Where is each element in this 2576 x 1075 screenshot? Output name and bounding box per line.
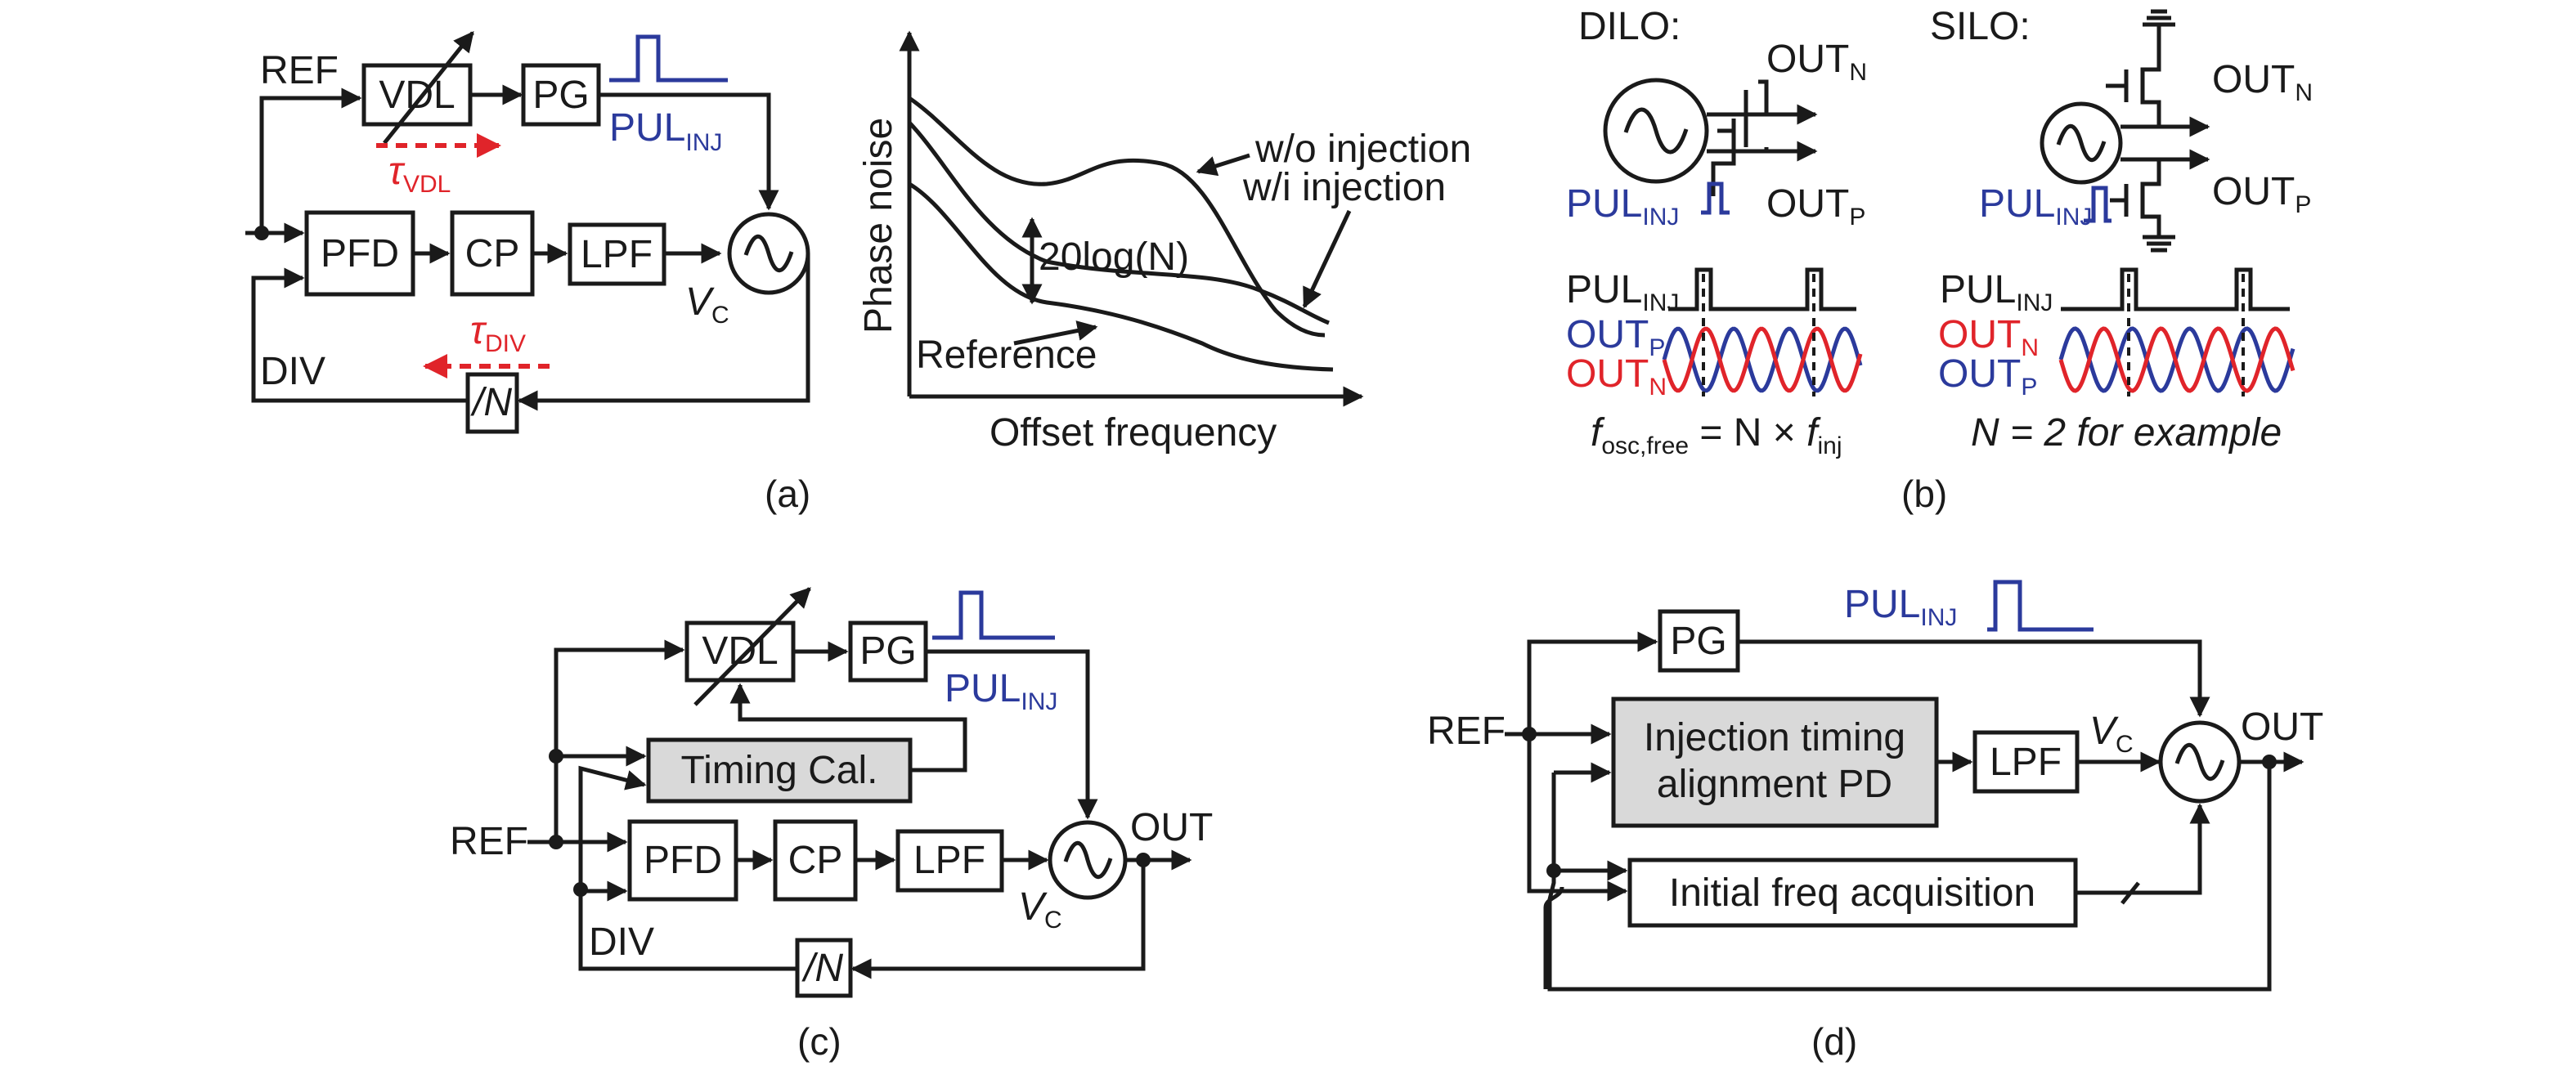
c-div-label: DIV: [589, 920, 654, 964]
caption-a: (a): [765, 473, 810, 515]
pg-block: [521, 63, 601, 127]
d-out-label: OUT: [2241, 705, 2323, 749]
dilo-wave-pul-label: PULINJ: [1566, 268, 1679, 316]
silo-ground-top: [2143, 9, 2175, 39]
curve-with-injection: [908, 121, 1330, 325]
d-sine-icon: [2174, 742, 2225, 782]
pfd-label: PFD: [321, 232, 399, 275]
c-vc-label: VC: [1018, 885, 1062, 934]
silo-outn-label: OUTN: [2212, 58, 2313, 106]
caption-c: (c): [797, 1020, 841, 1063]
panel-a: REF VDL PG PULINJ τVDL PFD CP LPF VC: [245, 31, 810, 434]
c-injection-pulse: [932, 590, 1055, 640]
caption-d: (d): [1811, 1020, 1857, 1063]
y-axis-label: Phase noise: [857, 118, 900, 334]
c-out-label: OUT: [1130, 806, 1213, 849]
c-lpf-label: LPF: [913, 839, 985, 882]
sine-icon: [743, 234, 794, 273]
silo-title: SILO:: [1930, 5, 2031, 48]
dilo-transistor: [1744, 79, 1769, 151]
dilo-outp-label: OUTP: [1766, 182, 1865, 231]
tau-vdl-label: τVDL: [388, 150, 451, 198]
d-vc-label: VC: [2089, 710, 2134, 758]
c-vdl-label: VDL: [702, 629, 778, 673]
vdl-label: VDL: [379, 74, 455, 117]
injection-pulse-waveform: [609, 34, 728, 83]
timing-cal-label: Timing Cal.: [681, 749, 878, 792]
silo-note: N = 2 for example: [1971, 411, 2282, 455]
without-injection-label: w/o injection: [1254, 128, 1471, 171]
pg-label: PG: [532, 74, 589, 117]
silo-pulse-icon: [2084, 186, 2112, 223]
dilo-pulse-train: [1668, 267, 1856, 311]
div-n-block: [465, 372, 519, 434]
div-label: DIV: [260, 350, 325, 393]
d-ref-label: REF: [1427, 710, 1506, 753]
lpf-label: LPF: [581, 233, 653, 276]
silo-outp-wave: [2058, 326, 2296, 393]
silo-top-transistor: [2106, 39, 2161, 127]
silo-bottom-transistor: [2110, 159, 2161, 237]
phase-noise-plot: Phase noise Offset frequency 20log(N) w/…: [765, 30, 1471, 515]
itapd-line2: alignment PD: [1657, 763, 1892, 806]
c-ref-label: REF: [450, 820, 528, 863]
initial-freq-label: Initial freq acquisition: [1669, 871, 2035, 915]
caption-b: (b): [1901, 473, 1947, 515]
ref-label: REF: [260, 49, 339, 92]
silo-wave-outp-label: OUTP: [1938, 352, 2037, 401]
curve-without-injection: [908, 96, 1326, 338]
dilo-sine-icon: [1623, 107, 1689, 155]
c-cp-label: CP: [788, 839, 843, 882]
silo-sine-icon: [2056, 123, 2107, 163]
vc-label: VC: [685, 280, 729, 329]
pfd-block: [304, 210, 415, 297]
dilo-outn-label: OUTN: [1766, 38, 1867, 86]
c-sine-icon: [1063, 840, 1113, 880]
pul-inj-label: PULINJ: [609, 106, 722, 156]
div-n-label: /N: [470, 381, 512, 424]
d-lpf-label: LPF: [1990, 741, 2062, 784]
d-injection-pulse: [1987, 580, 2094, 632]
dilo-wave-outn-label: OUTN: [1566, 352, 1667, 401]
dilo-formula: fosc,free = N × finj: [1591, 411, 1842, 459]
cp-label: CP: [465, 232, 520, 275]
dilo-wave-outp-label: OUTP: [1566, 313, 1665, 361]
dilo-title: DILO:: [1578, 5, 1681, 48]
c-pul-label: PULINJ: [945, 667, 1057, 715]
silo-ground-bottom: [2143, 235, 2175, 253]
panel-c: VDL PG PULINJ Timing Cal. REF PFD CP LPF…: [450, 587, 1213, 1063]
d-bus-slash: [2120, 881, 2140, 905]
c-pg-label: PG: [859, 629, 916, 673]
reference-curve-label: Reference: [916, 334, 1097, 377]
silo-wave-pul-label: PULINJ: [1940, 268, 2053, 316]
silo-outp-label: OUTP: [2212, 170, 2311, 218]
dilo-pulse-icon: [1701, 181, 1730, 215]
c-pfd-label: PFD: [644, 839, 722, 882]
dilo-pul-label: PULINJ: [1566, 182, 1679, 231]
c-vdl-block: [684, 620, 796, 683]
c-div-n-block: [795, 938, 853, 998]
x-axis-label: Offset frequency: [990, 411, 1277, 455]
dilo-outn-wave: [1662, 326, 1863, 393]
c-div-n-label: /N: [801, 947, 843, 990]
silo-pul-label: PULINJ: [1979, 182, 2092, 231]
tau-div-label: τDIV: [470, 309, 526, 357]
silo-wave-outn-label: OUTN: [1938, 313, 2039, 361]
silo-outn-wave: [2058, 326, 2296, 393]
curve-reference: [908, 181, 1334, 372]
d-pul-label: PULINJ: [1844, 583, 1957, 631]
panel-b: DILO: SILO: OUTN OUTP PULINJ PULINJ OUTP…: [1566, 5, 2313, 515]
initial-freq-block: [1627, 858, 2078, 928]
dilo-outp-wave: [1662, 326, 1863, 393]
with-injection-label: w/i injection: [1242, 166, 1446, 209]
vdl-tune-arrow: [383, 31, 474, 145]
delta-label: 20log(N): [1039, 235, 1189, 279]
panel-d: REF PG PULINJ Injection timing alignment…: [1427, 580, 2323, 1063]
silo-pulse-train: [2061, 267, 2290, 311]
itapd-line1: Injection timing: [1644, 716, 1905, 759]
d-pg-label: PG: [1670, 620, 1726, 663]
d-pg-block: [1658, 609, 1740, 673]
